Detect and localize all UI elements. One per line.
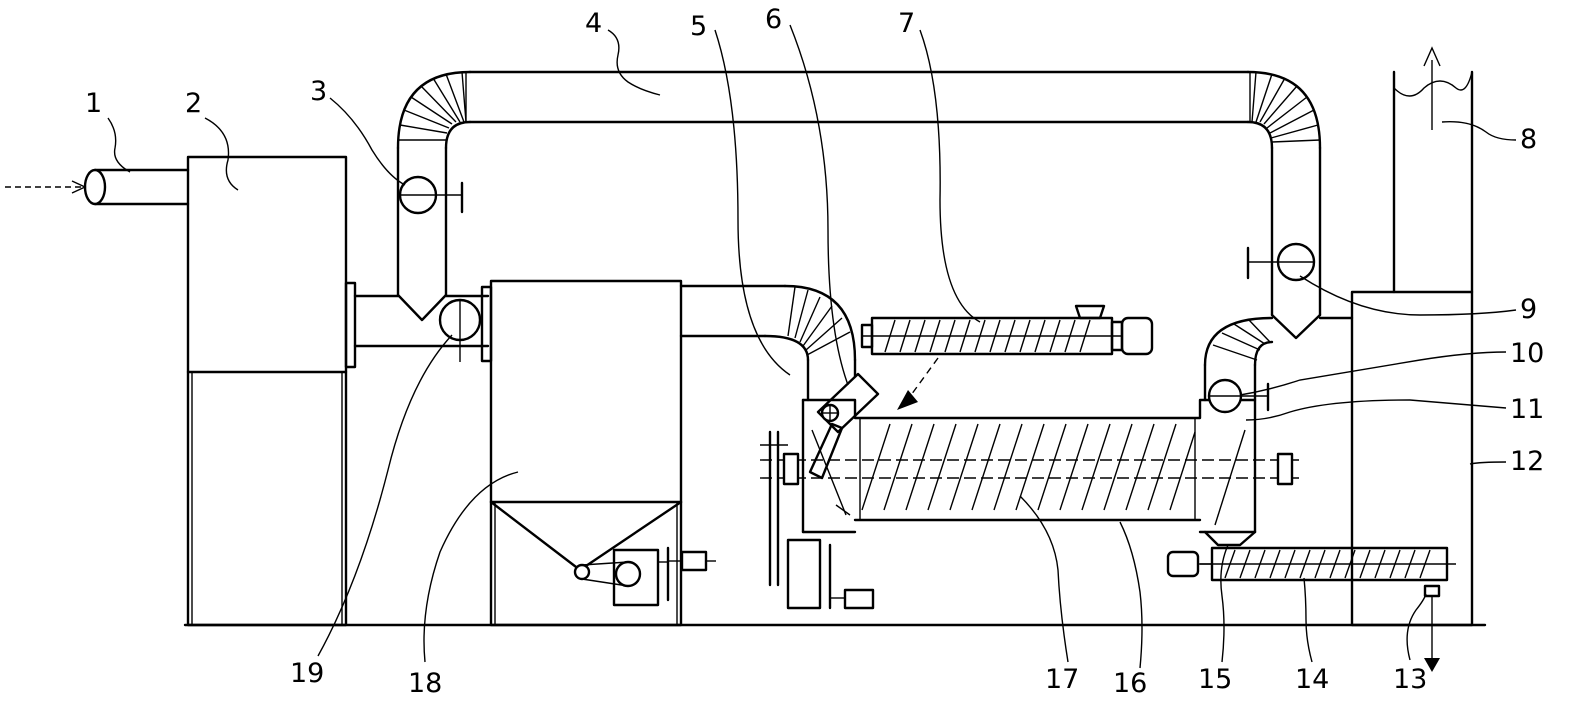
leader-7 <box>919 29 981 323</box>
leader-1 <box>107 117 131 173</box>
label-18: 18 <box>408 668 442 699</box>
label-13: 13 <box>1393 664 1427 695</box>
leader-15 <box>1220 544 1229 663</box>
label-3: 3 <box>310 76 327 107</box>
labels: 1 2 3 4 5 6 7 8 9 10 11 12 13 14 15 16 1… <box>85 4 1544 699</box>
right-chamber-12 <box>1350 46 1474 627</box>
label-2: 2 <box>185 88 202 119</box>
label-14: 14 <box>1295 664 1329 695</box>
leader-9 <box>1299 275 1517 316</box>
valve-10 <box>1203 316 1274 414</box>
label-9: 9 <box>1520 294 1537 325</box>
leader-12 <box>1469 461 1507 465</box>
top-duct <box>396 70 1354 340</box>
drive-unit <box>760 430 875 610</box>
leader-5 <box>714 29 791 376</box>
bottom-screw-14 <box>1166 546 1456 672</box>
inlet-pipe <box>5 168 190 206</box>
leader-2 <box>204 117 239 191</box>
leader-19 <box>317 334 453 657</box>
left-unit <box>186 155 357 627</box>
leader-17 <box>1019 495 1069 663</box>
label-15: 15 <box>1198 664 1232 695</box>
leader-8 <box>1441 121 1517 141</box>
leader-3 <box>329 97 406 186</box>
leader-10 <box>1239 351 1507 396</box>
valve-9 <box>1246 242 1316 282</box>
label-5: 5 <box>690 11 707 42</box>
chute-6 <box>816 372 880 434</box>
label-12: 12 <box>1510 446 1544 477</box>
connecting-duct-19 <box>353 285 493 363</box>
label-16: 16 <box>1113 668 1147 699</box>
leader-18 <box>423 471 519 663</box>
valve-3 <box>398 175 464 215</box>
label-1: 1 <box>85 88 102 119</box>
leader-6 <box>789 24 849 386</box>
leader-lines <box>107 24 1517 669</box>
label-17: 17 <box>1045 664 1079 695</box>
leader-11 <box>1245 399 1507 421</box>
label-11: 11 <box>1510 394 1544 425</box>
label-19: 19 <box>290 658 324 689</box>
leader-13 <box>1406 593 1427 661</box>
leader-14 <box>1303 577 1313 663</box>
screw-7 <box>860 304 1154 410</box>
label-7: 7 <box>898 8 915 39</box>
duct-5 <box>679 284 857 402</box>
label-6: 6 <box>765 4 782 35</box>
leader-4 <box>607 29 661 96</box>
collector-18 <box>489 279 716 627</box>
label-4: 4 <box>585 8 602 39</box>
main-screw-drum <box>760 398 1302 547</box>
leader-16 <box>1119 521 1143 669</box>
label-8: 8 <box>1520 124 1537 155</box>
label-10: 10 <box>1510 338 1544 369</box>
